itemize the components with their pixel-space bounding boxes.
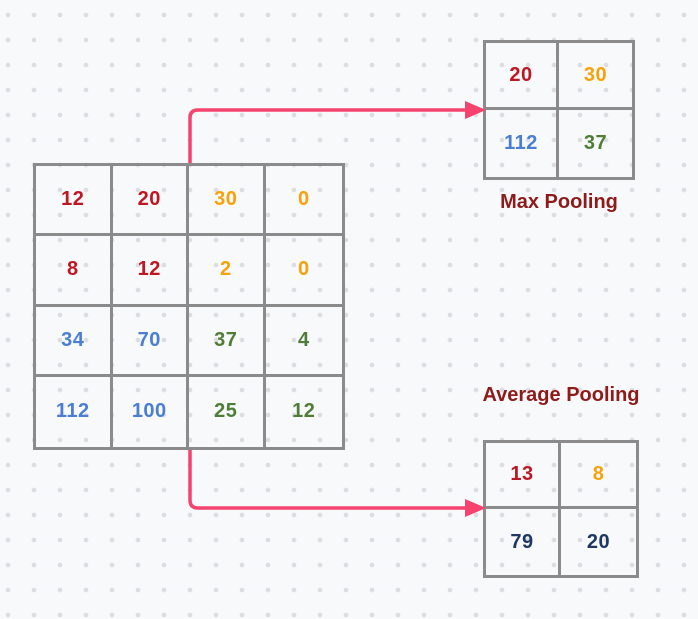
matrix-cell: 37 bbox=[583, 132, 608, 154]
matrix-cell: 20 bbox=[112, 166, 189, 237]
average-pooling-label: Average Pooling bbox=[482, 384, 640, 406]
matrix-cell: 25 bbox=[189, 376, 266, 447]
max-pooling-label: Max Pooling bbox=[500, 191, 618, 213]
matrix-cell: 30 bbox=[559, 43, 632, 110]
matrix-cell: 12 bbox=[292, 400, 316, 423]
max-pooling-matrix: 20 30 112 37 bbox=[483, 40, 635, 180]
matrix-cell: 112 bbox=[486, 110, 559, 177]
matrix-cell: 0 bbox=[265, 166, 342, 237]
matrix-cell: 112 bbox=[36, 376, 113, 447]
matrix-cell: 79 bbox=[486, 509, 561, 575]
input-matrix: 12 20 30 0 8 12 2 0 34 70 37 4 112 100 2… bbox=[33, 163, 345, 450]
matrix-cell: 20 bbox=[586, 530, 611, 553]
matrix-cell: 70 bbox=[112, 306, 189, 377]
matrix-cell: 4 bbox=[265, 307, 342, 377]
matrix-cell: 12 bbox=[112, 236, 189, 307]
arrow-to-max-pooling bbox=[188, 101, 486, 163]
matrix-cell: 30 bbox=[189, 166, 266, 237]
matrix-cell: 34 bbox=[36, 306, 113, 377]
arrow-to-average-pooling bbox=[188, 450, 486, 517]
matrix-cell: 8 bbox=[36, 236, 113, 307]
matrix-cell: 0 bbox=[265, 236, 342, 307]
matrix-cell: 2 bbox=[189, 236, 266, 307]
matrix-cell: 100 bbox=[113, 376, 189, 447]
matrix-cell: 13 bbox=[486, 443, 561, 509]
average-pooling-matrix: 13 8 79 20 bbox=[483, 440, 639, 578]
matrix-cell: 37 bbox=[189, 306, 266, 377]
matrix-cell: 20 bbox=[486, 43, 559, 110]
matrix-cell: 8 bbox=[561, 443, 636, 509]
matrix-cell: 12 bbox=[36, 166, 113, 237]
